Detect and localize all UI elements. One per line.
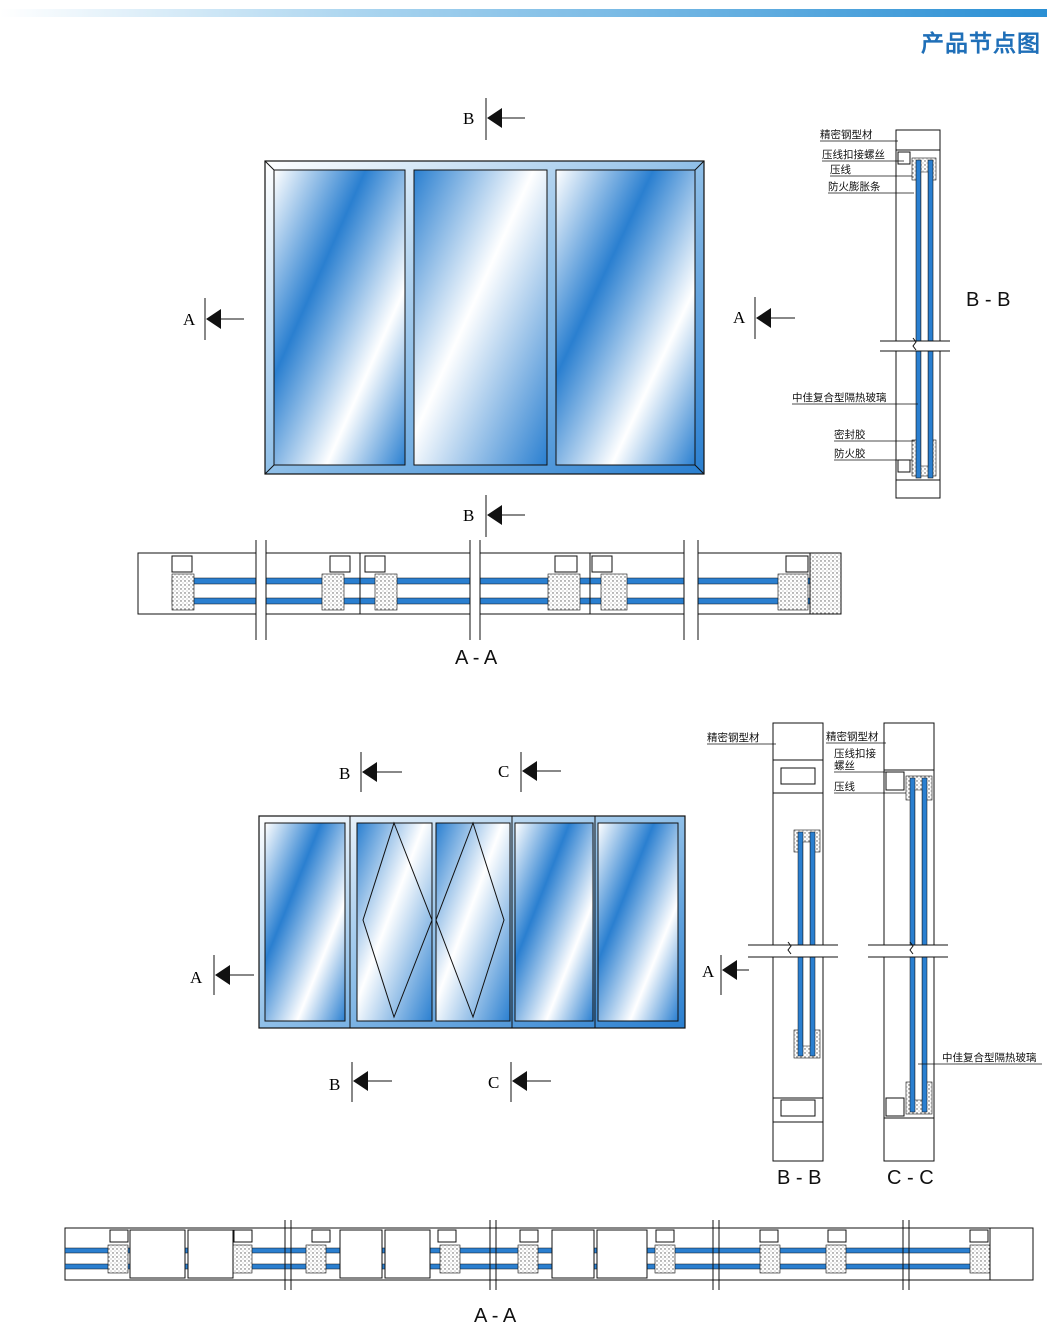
section-cc-2: 精密钢型材 压线扣接 螺丝 压线 中佳复合型隔热玻璃 C - C bbox=[826, 722, 1042, 1189]
section-bb-1-labels: 精密钢型材 压线扣接螺丝 压线 防火膨胀条 中佳复合型隔热玻璃 密封胶 防火胶 … bbox=[792, 128, 1010, 461]
svg-text:C: C bbox=[498, 762, 509, 781]
section-aa-2-title: A - A bbox=[474, 1305, 517, 1327]
svg-text:防火膨胀条: 防火膨胀条 bbox=[828, 180, 881, 193]
section-marker-b2-bottom: B bbox=[329, 1062, 392, 1102]
section-marker-a-right: A bbox=[733, 297, 795, 339]
section-bb-1-title: B - B bbox=[966, 289, 1010, 311]
section-aa-1: A - A bbox=[137, 540, 842, 669]
section-marker-b2-top: B bbox=[339, 752, 402, 792]
section-aa-1-title: A - A bbox=[455, 647, 498, 669]
svg-text:防火胶: 防火胶 bbox=[834, 447, 866, 460]
svg-text:B: B bbox=[339, 764, 350, 783]
svg-text:螺丝: 螺丝 bbox=[834, 760, 855, 772]
svg-text:精密钢型材: 精密钢型材 bbox=[707, 731, 760, 744]
svg-text:压线扣接: 压线扣接 bbox=[834, 747, 876, 760]
svg-text:B: B bbox=[329, 1075, 340, 1094]
header-gradient-bar bbox=[0, 9, 1047, 17]
elevation-1 bbox=[264, 160, 705, 475]
svg-text:压线: 压线 bbox=[834, 780, 855, 793]
section-marker-c2-bottom: C bbox=[488, 1062, 551, 1102]
section-marker-a2-left: A bbox=[190, 955, 254, 995]
svg-text:精密钢型材: 精密钢型材 bbox=[820, 128, 873, 141]
section-bb-2-title: B - B bbox=[777, 1167, 821, 1189]
section-bb-2: 精密钢型材 B - B bbox=[707, 722, 838, 1189]
svg-text:A: A bbox=[190, 968, 203, 987]
svg-text:中佳复合型隔热玻璃: 中佳复合型隔热玻璃 bbox=[792, 391, 887, 404]
svg-text:中佳复合型隔热玻璃: 中佳复合型隔热玻璃 bbox=[942, 1051, 1037, 1064]
svg-text:压线: 压线 bbox=[830, 163, 851, 176]
section-cc-2-title: C - C bbox=[887, 1167, 934, 1189]
page-title: 产品节点图 bbox=[921, 31, 1041, 57]
section-marker-c2-top: C bbox=[498, 752, 561, 792]
svg-text:精密钢型材: 精密钢型材 bbox=[826, 730, 879, 743]
svg-text:A: A bbox=[702, 962, 715, 981]
section-marker-b-top: B bbox=[463, 98, 525, 140]
section-marker-b-bottom: B bbox=[463, 495, 525, 537]
svg-text:B: B bbox=[463, 109, 474, 128]
svg-text:C: C bbox=[488, 1073, 499, 1092]
svg-text:A: A bbox=[733, 308, 746, 327]
section-marker-a-left: A bbox=[183, 298, 244, 340]
section-bb-1 bbox=[880, 129, 950, 499]
svg-text:压线扣接螺丝: 压线扣接螺丝 bbox=[822, 148, 885, 161]
section-aa-2: A - A bbox=[64, 1220, 1034, 1327]
svg-text:B: B bbox=[463, 506, 474, 525]
elevation-2 bbox=[258, 815, 686, 1029]
svg-text:密封胶: 密封胶 bbox=[834, 428, 866, 441]
svg-text:A: A bbox=[183, 310, 196, 329]
section-marker-a2-right: A bbox=[702, 955, 749, 995]
